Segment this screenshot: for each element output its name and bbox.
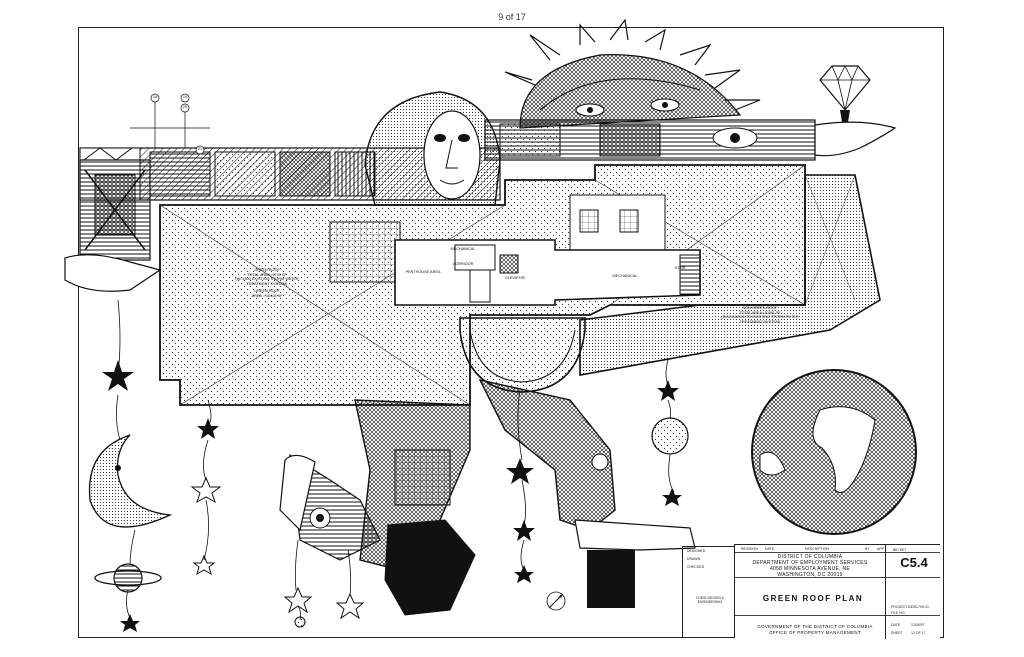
department-name: DEPARTMENT OF EMPLOYMENT SERVICES (752, 560, 868, 566)
planet-saturn-drawing (94, 563, 162, 593)
firm-name: CHEW DESIGN & ENGINEERING (695, 596, 725, 604)
penthouse-outline (394, 239, 701, 306)
certification-block (682, 546, 734, 638)
moon-drawing (88, 434, 173, 528)
note-line: NON GREEN ROOF (742, 306, 778, 310)
note-line: AREA = 10404 SF (251, 293, 283, 298)
small-planet-drawing (651, 417, 689, 455)
drawing-sheet-border (78, 27, 944, 638)
left-panel-drawing (64, 159, 162, 292)
field-label: DATE (891, 623, 901, 627)
field-label: REVISION (741, 547, 758, 551)
room-label-penthouse: PENTHOUSE AREA (405, 270, 441, 274)
page-number: 9 of 17 (498, 12, 526, 22)
roof-plan-right (579, 174, 881, 376)
field-label: FILE NO (891, 611, 905, 615)
note-line: (W/ 4300 EXISTING STORM WATER (235, 277, 299, 281)
note-line: TOTAL AREA=9740 SF (247, 272, 287, 277)
room-label-stair: STAIR (674, 266, 686, 270)
note-line: TREATMENT SYSTEM) (739, 319, 781, 324)
district-header: DISTRICT OF COLUMBIA DEPARTMENT OF EMPLO… (735, 554, 885, 578)
office-name: OFFICE OF PROPERTY MANAGEMENT (768, 629, 862, 635)
field-label: PROJECT ID (891, 605, 912, 609)
grid-label: 21 (197, 147, 203, 151)
address-line-1: 4058 MINNESOTA AVENUE, NE (769, 566, 851, 572)
hanging-strings (116, 299, 675, 621)
drawing-date: 12/09/07 (911, 623, 925, 627)
note-line: (DISCHARGE TO EXISTING STORM FILTER (721, 315, 799, 319)
grid-label: 19 (182, 95, 188, 99)
address-line-2: WASHINGTON, DC 20019 (777, 572, 843, 578)
note-line: TOTAL AREA=10391 SF (739, 310, 781, 315)
field-label: APP (877, 547, 885, 551)
government-footer: GOVERNMENT OF THE DISTRICT OF COLUMBIA O… (745, 624, 885, 635)
divider (885, 545, 886, 639)
government-name: GOVERNMENT OF THE DISTRICT OF COLUMBIA (757, 624, 873, 629)
diamond-drawing (819, 65, 871, 122)
non-green-roof-note: NON GREEN ROOF TOTAL AREA=10391 SF (DISC… (700, 306, 820, 324)
north-arrow-icon (546, 591, 566, 611)
column-grid-markers (130, 93, 210, 155)
earth-globe-drawing (751, 369, 917, 535)
green-roof-left-note: GREEN ROOF TOTAL AREA=9740 SF (W/ 4300 E… (212, 268, 322, 298)
field-label: DRAWN (687, 557, 701, 561)
room-label-corridor: CORRIDOR (452, 262, 474, 266)
field-label: CHECKED (687, 565, 705, 569)
left-leg-drawing (279, 399, 476, 616)
bid-set-label: BID SET (893, 548, 907, 552)
sun-drawing (504, 18, 761, 129)
room-label-elevator: ELEVATOR (505, 276, 525, 280)
field-label: DESIGNED (687, 549, 706, 553)
sheet-title: GREEN ROOF PLAN (762, 594, 864, 603)
room-label-mechanical-right: MECHANICAL (612, 274, 638, 278)
sheet-of: 12 OF 17 (911, 631, 926, 635)
note-line: GREEN ROOF (254, 268, 280, 272)
title-block: DISTRICT OF COLUMBIA DEPARTMENT OF EMPLO… (734, 544, 940, 639)
divider (735, 615, 940, 616)
right-leg-drawing (478, 378, 696, 608)
field-label: DESCRIPTION (805, 547, 829, 551)
note-line: TREATMENT SYSTEM) (246, 281, 288, 286)
project-id: GS1709-01 (911, 605, 929, 609)
stars (102, 360, 682, 632)
mask-face-drawing (364, 91, 501, 206)
district-name: DISTRICT OF COLUMBIA (777, 554, 843, 560)
grid-label: 18 (152, 95, 158, 99)
field-label: SHEET (891, 631, 903, 635)
note-line: GREEN ROOF (254, 289, 280, 293)
sheet-number: C5.4 (900, 555, 928, 570)
field-label: DATE (765, 547, 775, 551)
revision-header-row (735, 545, 940, 553)
room-label-mechanical-left: MECHANICAL (450, 247, 476, 251)
grid-label: 20 (182, 105, 188, 109)
semicircle-room (459, 317, 586, 393)
field-label: BY (865, 547, 870, 551)
divider (735, 577, 940, 578)
